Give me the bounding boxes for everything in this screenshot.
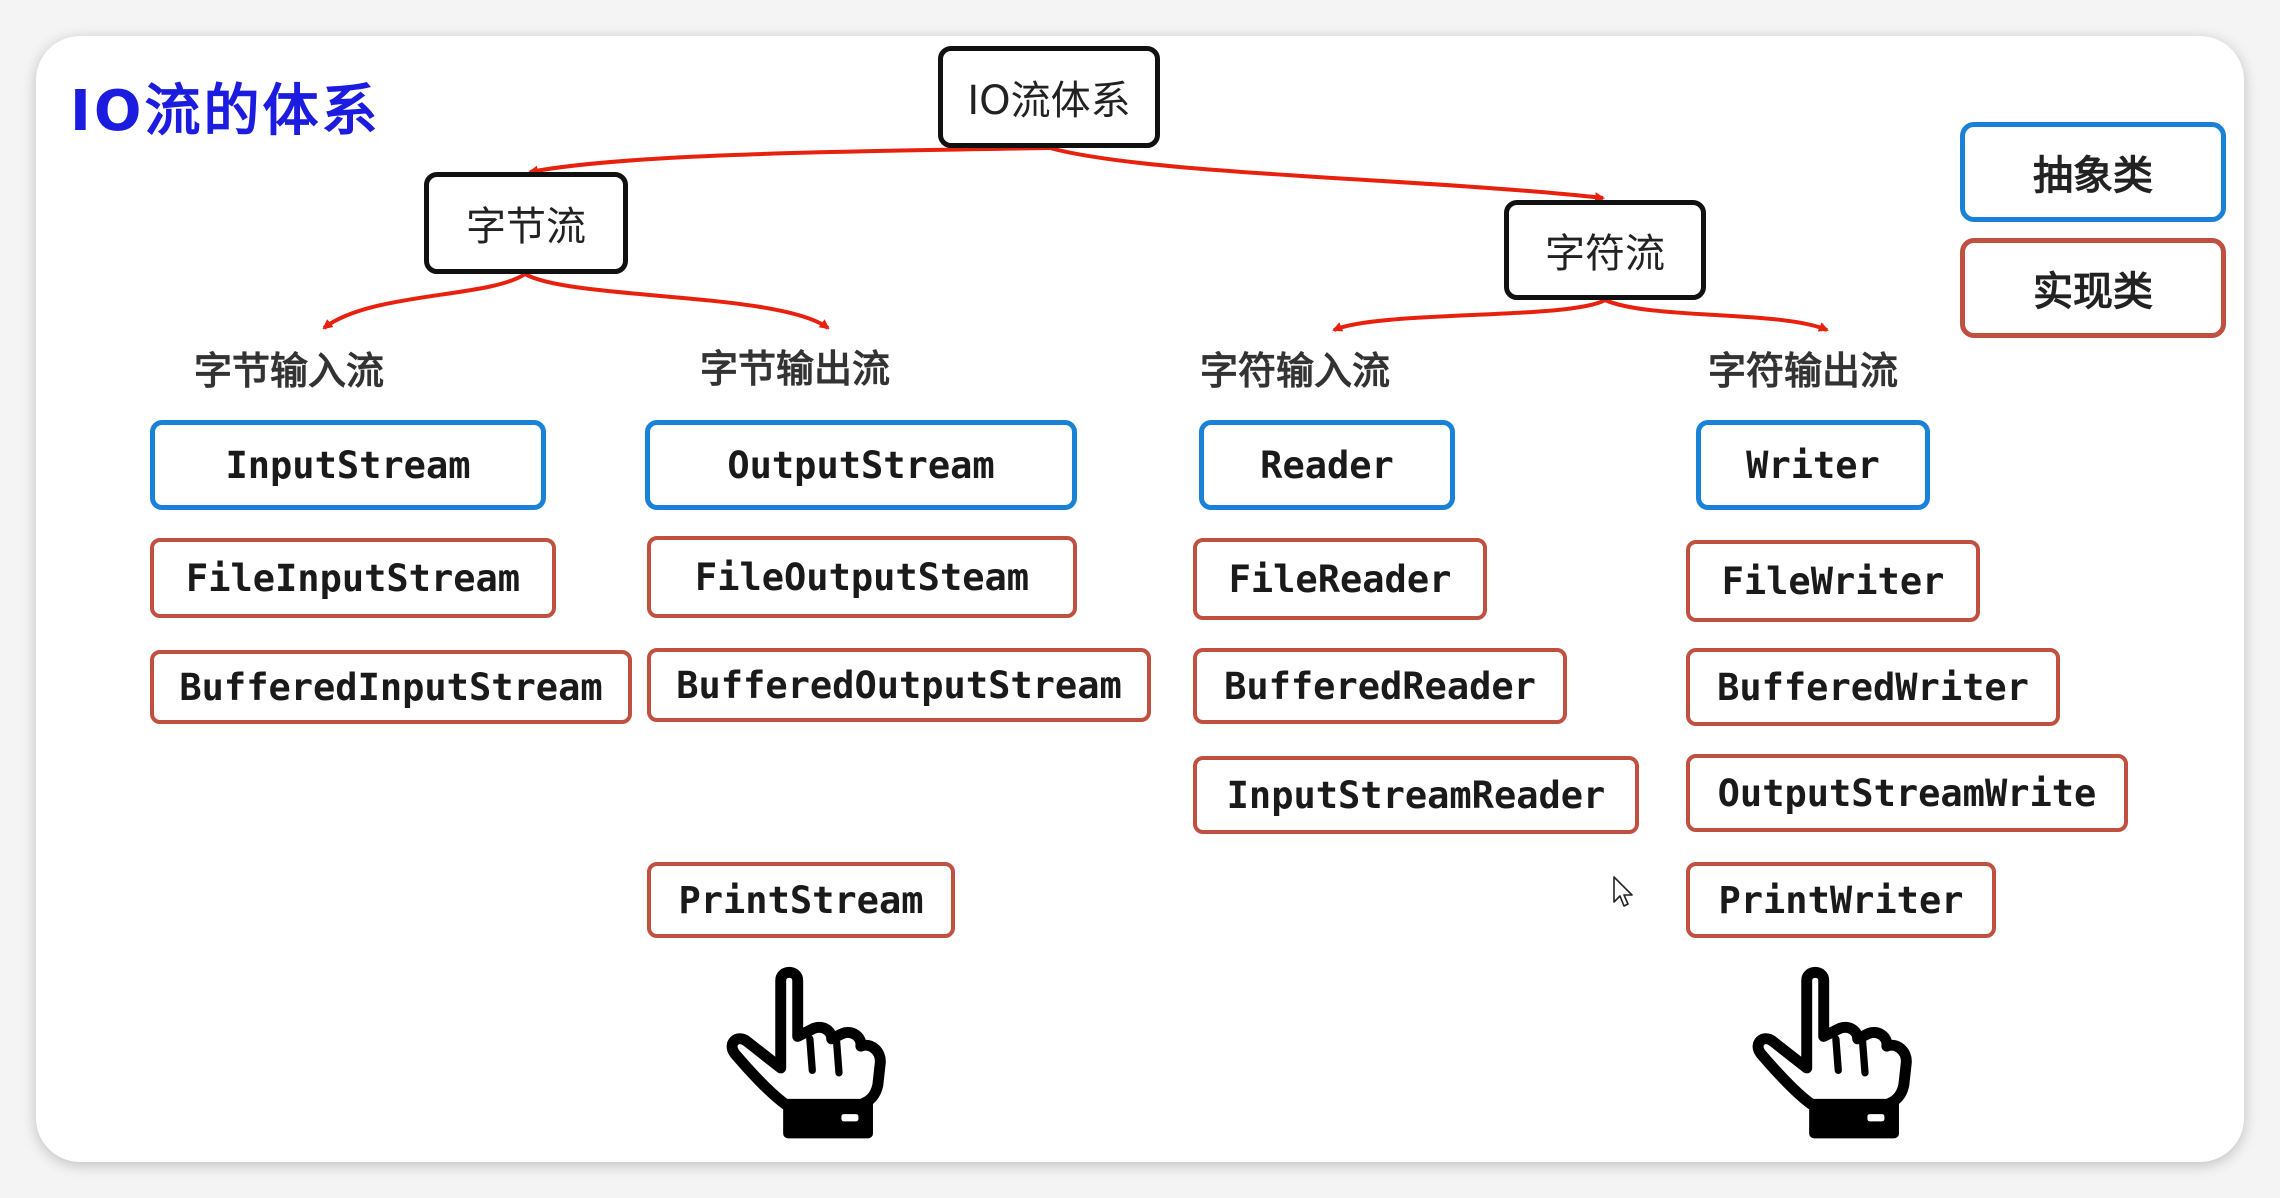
arrow-root-to-byte [528,146,1051,176]
legend-abstract-class: 抽象类 [1960,122,2226,222]
pointing-hand-icon [1752,966,1912,1139]
byte-output-heading: 字节输出流 [700,347,891,391]
page-title: IO流的体系 [70,79,381,144]
char-stream-node: 字符流 [1504,200,1706,300]
class-inputstreamreader: InputStreamReader [1193,756,1639,834]
class-fileoutputsteam: FileOutputSteam [647,536,1077,618]
class-filewriter: FileWriter [1686,540,1980,622]
root-node: IO流体系 [938,46,1160,148]
char-input-heading: 字符输入流 [1200,349,1391,393]
class-inputstream: InputStream [150,420,546,510]
class-reader: Reader [1199,420,1455,510]
arrow-char-to-output [1604,298,1829,332]
legend-implementation-class: 实现类 [1960,238,2226,338]
class-bufferedreader: BufferedReader [1193,648,1567,724]
class-bufferedoutputstream: BufferedOutputStream [647,648,1151,722]
arrow-byte-to-input [322,272,527,330]
class-bufferedinputstream: BufferedInputStream [150,650,632,724]
arrow-char-to-input [1332,298,1606,332]
class-printwriter: PrintWriter [1686,862,1996,938]
arrow-byte-to-output [524,272,830,330]
class-fileinputstream: FileInputStream [150,538,556,618]
class-bufferedwriter: BufferedWriter [1686,648,2060,726]
byte-input-heading: 字节输入流 [194,349,385,393]
arrow-root-to-char [1049,146,1605,203]
mouse-cursor-icon [1613,876,1633,907]
pointing-hand-icon [726,966,886,1139]
class-outputstreamwrite: OutputStreamWrite [1686,754,2128,832]
byte-stream-node: 字节流 [424,172,628,274]
char-output-heading: 字符输出流 [1708,349,1899,393]
class-printstream: PrintStream [647,862,955,938]
class-outputstream: OutputStream [645,420,1077,510]
class-filereader: FileReader [1193,538,1487,620]
class-writer: Writer [1696,420,1930,510]
